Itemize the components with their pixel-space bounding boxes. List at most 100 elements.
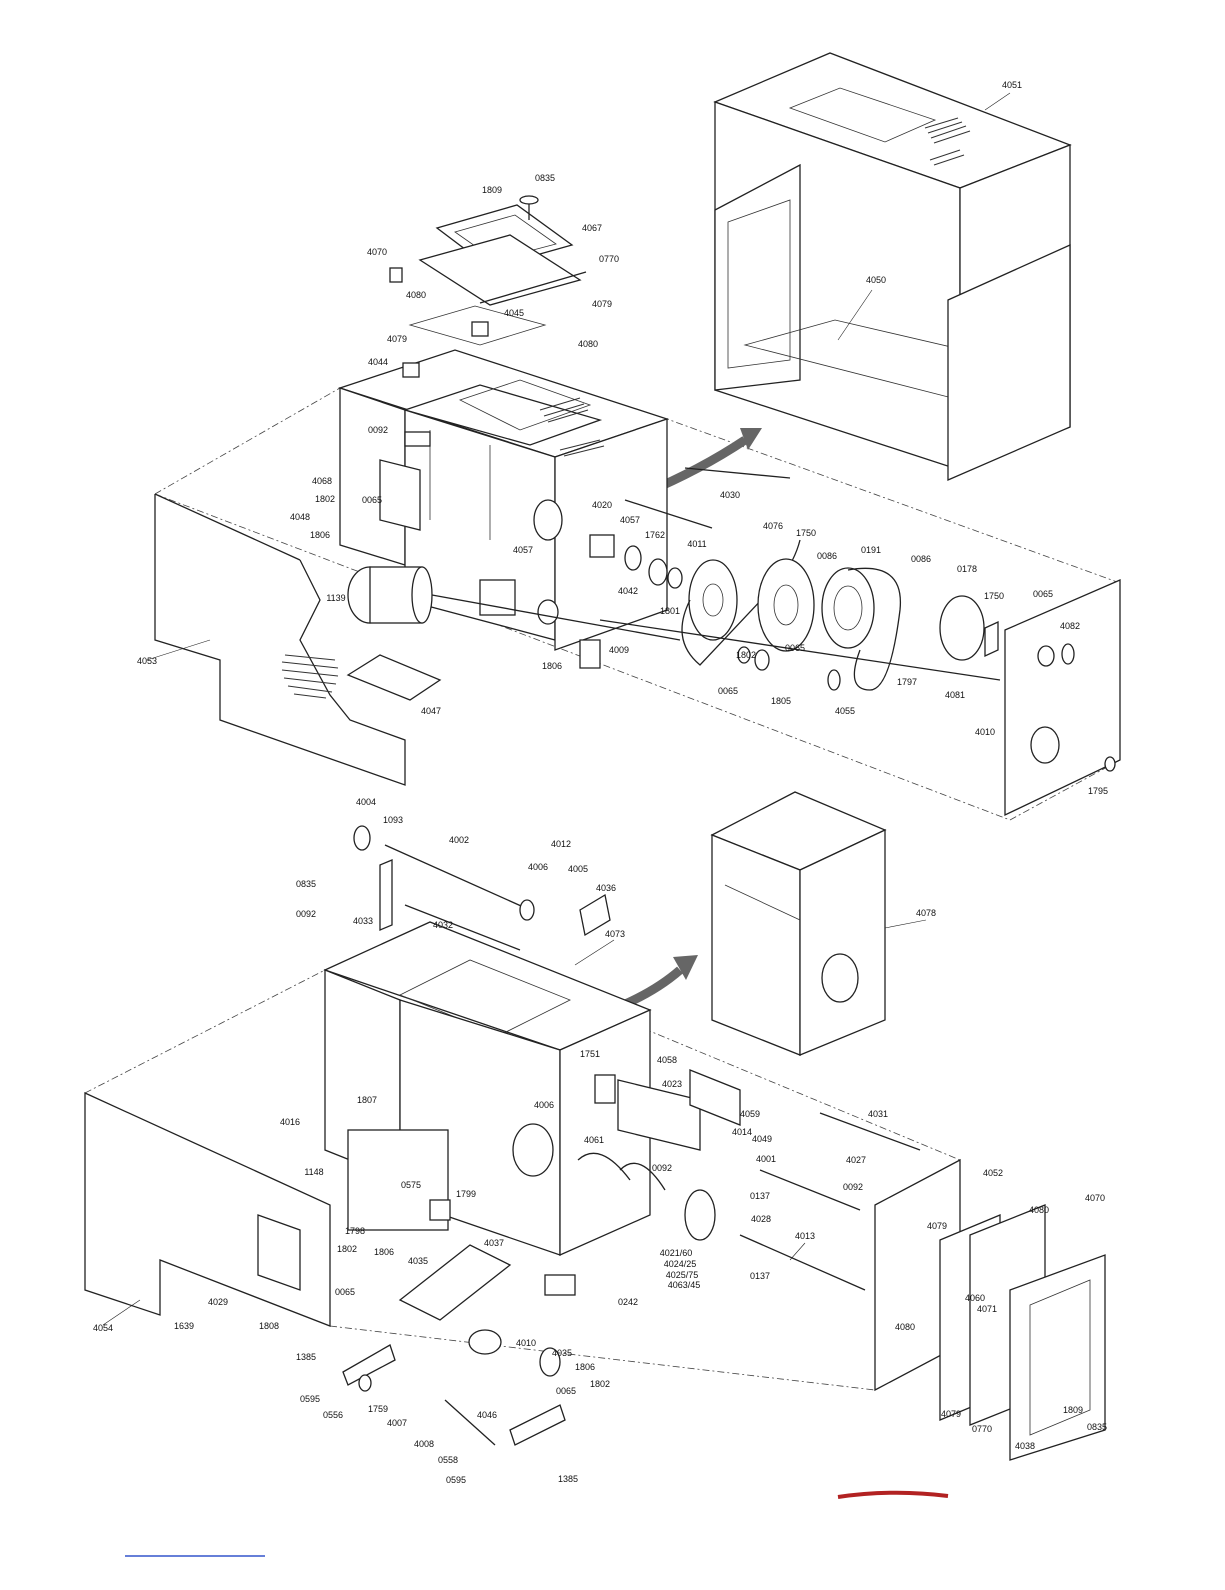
callout-4053: 4053 <box>137 656 157 666</box>
callout-4042: 4042 <box>618 586 638 596</box>
callout-1385a: 1385 <box>296 1352 316 1362</box>
callout-0065a: 0065 <box>362 495 382 505</box>
callout-0595a: 0595 <box>300 1394 320 1404</box>
callout-4073: 4073 <box>605 929 625 939</box>
callout-4025: 4025/75 <box>666 1270 699 1280</box>
callout-4078: 4078 <box>916 908 936 918</box>
callout-1750a: 1750 <box>796 528 816 538</box>
callout-1809b: 1809 <box>1063 1405 1083 1415</box>
callout-1806c: 1806 <box>374 1247 394 1257</box>
callout-0086b: 0086 <box>911 554 931 564</box>
callout-1806d: 1806 <box>575 1362 595 1372</box>
callout-1808: 1808 <box>259 1321 279 1331</box>
callout-4013: 4013 <box>795 1231 815 1241</box>
callout-0178: 0178 <box>957 564 977 574</box>
callout-1795: 1795 <box>1088 786 1108 796</box>
callout-4044: 4044 <box>368 357 388 367</box>
callout-0191: 0191 <box>861 545 881 555</box>
callout-4079a: 4079 <box>592 299 612 309</box>
callout-4076: 4076 <box>763 521 783 531</box>
callout-0575: 0575 <box>401 1180 421 1190</box>
callout-0065d: 0065 <box>718 686 738 696</box>
callout-4016: 4016 <box>280 1117 300 1127</box>
callout-4038: 4038 <box>1015 1441 1035 1451</box>
hopper-lid-assembly <box>389 195 587 346</box>
auger-shaft-assembly <box>353 825 611 951</box>
callout-4082: 4082 <box>1060 621 1080 631</box>
callout-4010b: 4010 <box>516 1338 536 1348</box>
callout-1639: 1639 <box>174 1321 194 1331</box>
callout-4047: 4047 <box>421 706 441 716</box>
callout-4037: 4037 <box>484 1238 504 1248</box>
door-panel-4054 <box>84 1091 331 1327</box>
callout-4009: 4009 <box>609 645 629 655</box>
callout-4057b: 4057 <box>620 515 640 525</box>
right-frame-bottom <box>759 1112 1106 1461</box>
callout-1809a: 1809 <box>482 185 502 195</box>
callout-0242: 0242 <box>618 1297 638 1307</box>
callout-4071: 4071 <box>977 1304 997 1314</box>
callout-0065b: 0065 <box>1033 589 1053 599</box>
callout-4005: 4005 <box>568 864 588 874</box>
callout-1762: 1762 <box>645 530 665 540</box>
callout-1139: 1139 <box>326 593 345 603</box>
callout-4002: 4002 <box>449 835 469 845</box>
callout-1798: 1798 <box>345 1226 365 1236</box>
callout-4060: 4060 <box>965 1293 985 1303</box>
callout-4049: 4049 <box>752 1134 772 1144</box>
callout-4079d: 4079 <box>941 1409 961 1419</box>
callout-4079c: 4079 <box>927 1221 947 1231</box>
callout-4006a: 4006 <box>528 862 548 872</box>
callout-4059: 4059 <box>740 1109 760 1119</box>
callout-4029: 4029 <box>208 1297 228 1307</box>
callout-0092c: 0092 <box>652 1163 672 1173</box>
callout-1806b: 1806 <box>542 661 562 671</box>
callout-0092b: 0092 <box>296 909 316 919</box>
callout-0595b: 0595 <box>446 1475 466 1485</box>
callout-4050: 4050 <box>866 275 886 285</box>
callout-1751: 1751 <box>580 1049 600 1059</box>
callout-1750b: 1750 <box>984 591 1004 601</box>
callout-4001: 4001 <box>756 1154 776 1164</box>
lower-bracket-assembly <box>342 1189 866 1446</box>
main-frame-bottom <box>323 921 741 1257</box>
callout-1093: 1093 <box>383 815 403 825</box>
leader-lines <box>102 92 1011 1326</box>
callout-4004: 4004 <box>356 797 376 807</box>
callout-4057a: 4057 <box>513 545 533 555</box>
callout-4014: 4014 <box>732 1127 752 1137</box>
callout-4080b: 4080 <box>578 339 598 349</box>
callout-0770a: 0770 <box>599 254 619 264</box>
callout-4006b: 4006 <box>534 1100 554 1110</box>
callout-1802d: 1802 <box>590 1379 610 1389</box>
callout-0065c: 0065 <box>785 643 805 653</box>
callout-4080c: 4080 <box>1029 1205 1049 1215</box>
callout-0092a: 0092 <box>368 425 388 435</box>
bottom-exploded-outline <box>84 969 961 1391</box>
callout-4012: 4012 <box>551 839 571 849</box>
callout-0065f: 0065 <box>556 1386 576 1396</box>
callout-1759: 1759 <box>368 1404 388 1414</box>
callout-4068: 4068 <box>312 476 332 486</box>
callout-4008: 4008 <box>414 1439 434 1449</box>
callout-0835c: 0835 <box>1087 1422 1107 1432</box>
part-callouts: 4051405008351809406707704070408040794045… <box>93 80 1108 1485</box>
callout-4031: 4031 <box>868 1109 888 1119</box>
callout-1802b: 1802 <box>736 650 756 660</box>
callout-4036: 4036 <box>596 883 616 893</box>
callout-0092d: 0092 <box>843 1182 863 1192</box>
drive-train <box>589 467 1001 691</box>
callout-4045: 4045 <box>504 308 524 318</box>
callout-4067: 4067 <box>582 223 602 233</box>
callout-1385b: 1385 <box>558 1474 578 1484</box>
callout-4035a: 4035 <box>408 1256 428 1266</box>
callout-4024: 4024/25 <box>664 1259 697 1269</box>
callout-4063: 4063/45 <box>668 1280 701 1290</box>
callout-4007: 4007 <box>387 1418 407 1428</box>
callout-1807: 1807 <box>357 1095 377 1105</box>
callout-4061: 4061 <box>584 1135 604 1145</box>
callout-0086a: 0086 <box>817 551 837 561</box>
callout-4028: 4028 <box>751 1214 771 1224</box>
outer-cabinet-4051 <box>713 52 1072 481</box>
